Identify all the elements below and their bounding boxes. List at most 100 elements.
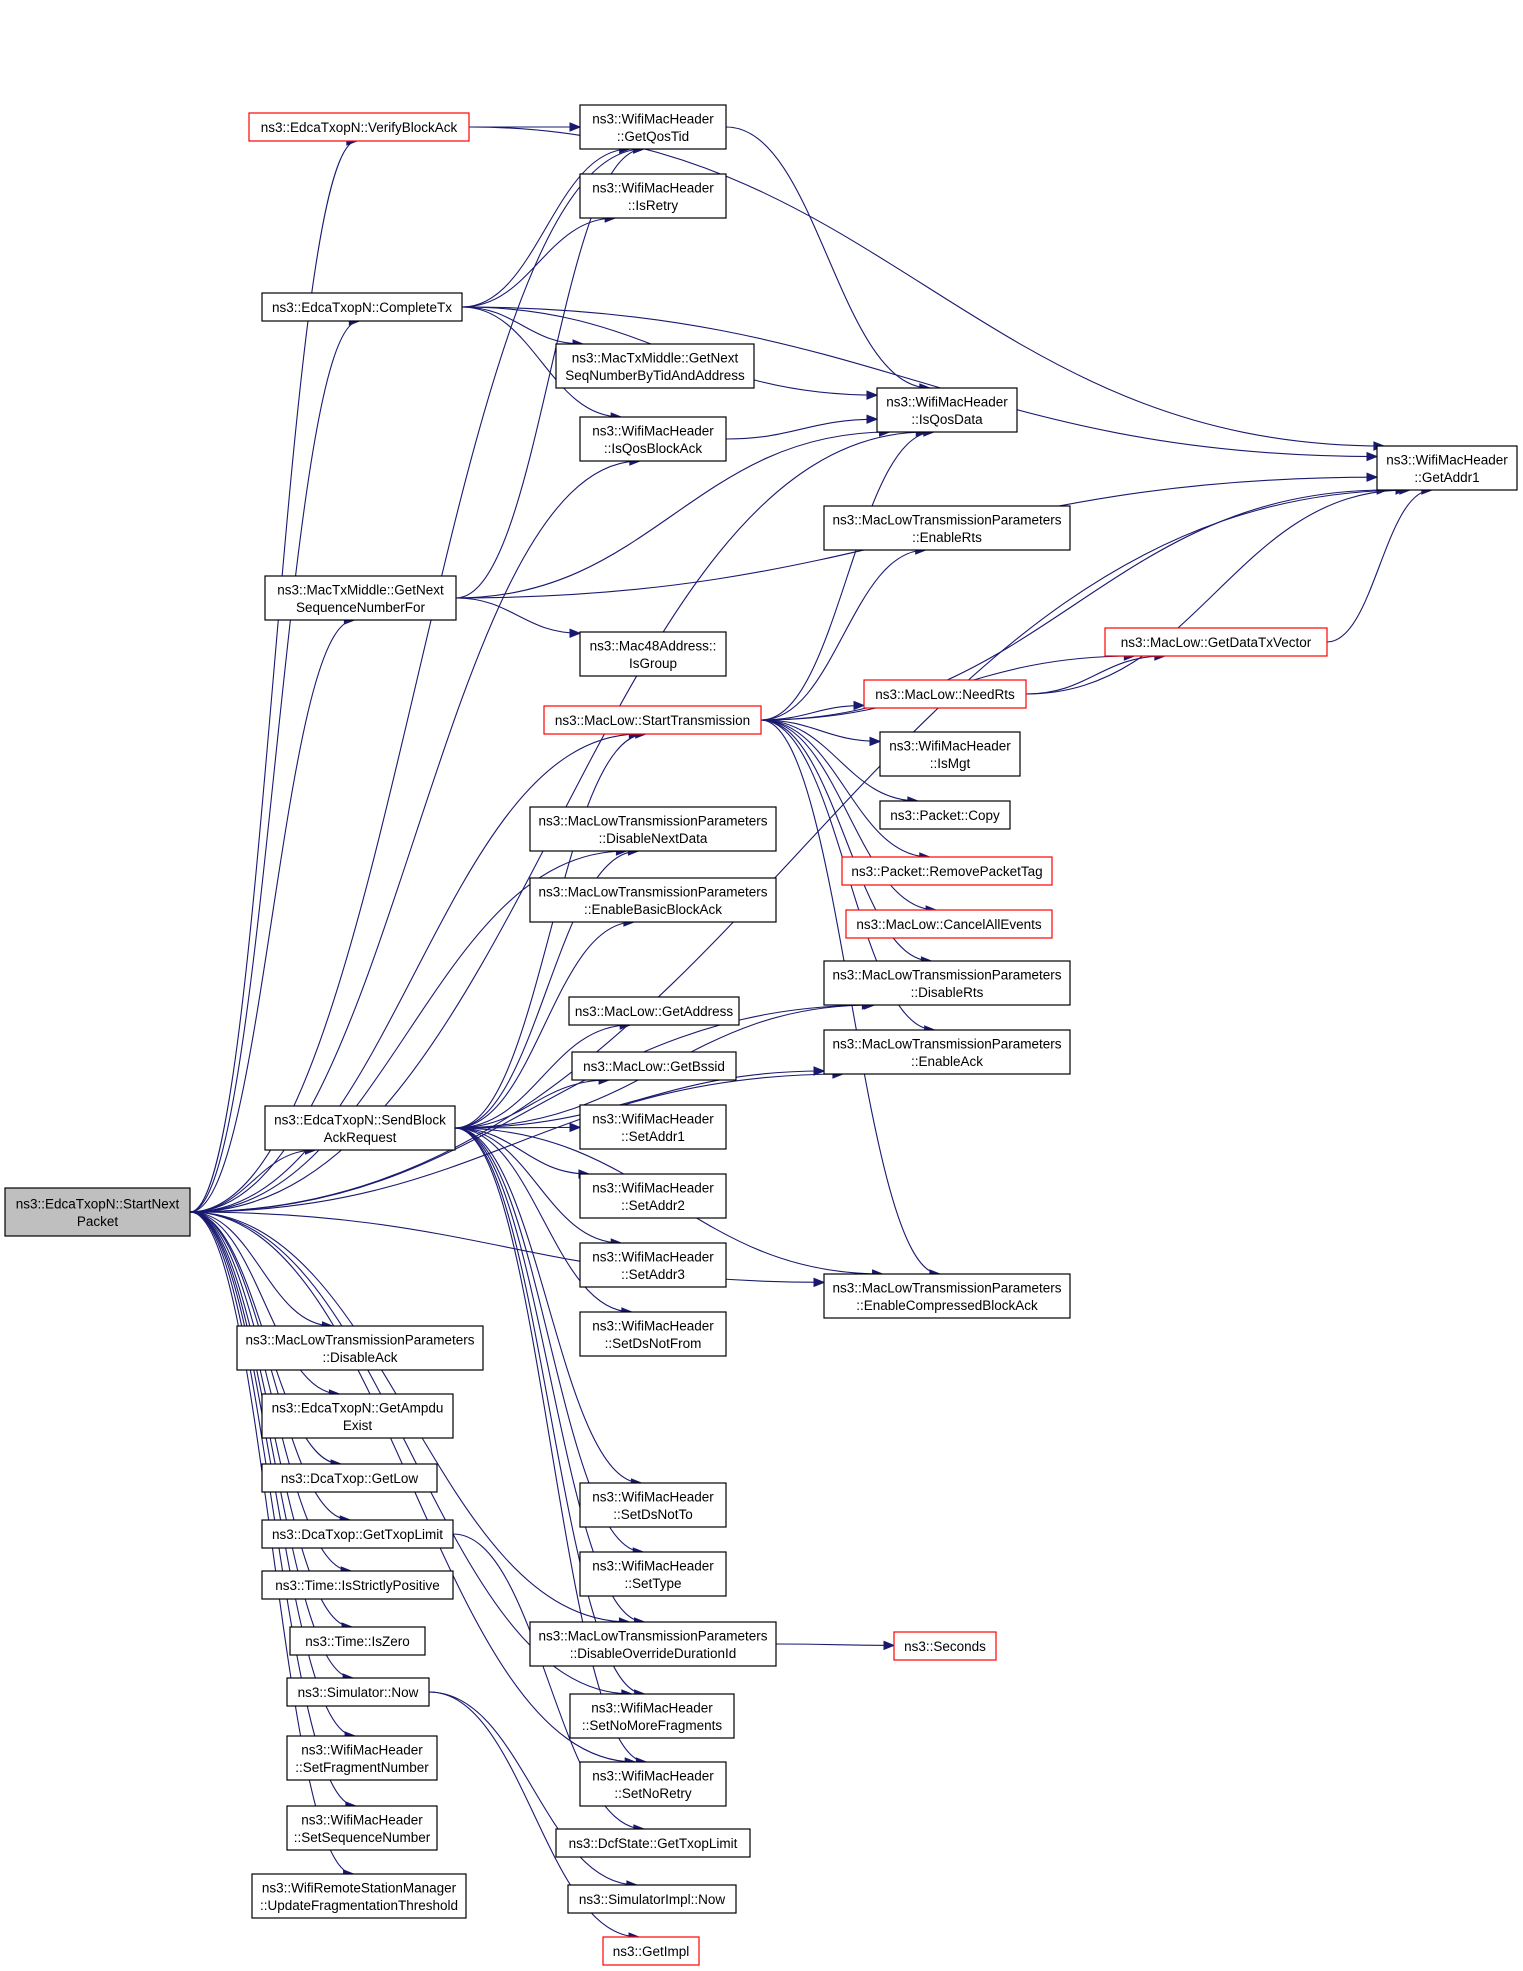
- node-enablebasicba[interactable]: ns3::MacLowTransmissionParameters::Enabl…: [529, 877, 777, 923]
- node-gettxoplimit[interactable]: ns3::DcaTxop::GetTxopLimit: [261, 1519, 454, 1549]
- node-label: ::IsMgt: [930, 756, 971, 771]
- node-box: [579, 1311, 727, 1357]
- node-box: [569, 1693, 735, 1739]
- node-getnextseqtid[interactable]: ns3::MacTxMiddle::GetNextSeqNumberByTidA…: [555, 343, 755, 389]
- node-seconds[interactable]: ns3::Seconds: [893, 1631, 997, 1661]
- node-simnow[interactable]: ns3::Simulator::Now: [286, 1677, 430, 1707]
- node-getdatatxvector[interactable]: ns3::MacLow::GetDataTxVector: [1104, 627, 1328, 657]
- node-label: ns3::WifiMacHeader: [886, 394, 1008, 409]
- node-verify[interactable]: ns3::EdcaTxopN::VerifyBlockAck: [248, 112, 470, 142]
- call-edge: [461, 306, 585, 349]
- node-box: [579, 416, 727, 462]
- node-box: [4, 1187, 191, 1237]
- node-enablerts[interactable]: ns3::MacLowTransmissionParameters::Enabl…: [823, 505, 1071, 551]
- node-box: [567, 1884, 737, 1914]
- node-label: ::DisableOverrideDurationId: [570, 1646, 737, 1661]
- node-getlow[interactable]: ns3::DcaTxop::GetLow: [261, 1463, 438, 1493]
- node-label: ns3::MacLowTransmissionParameters: [832, 1036, 1061, 1051]
- node-label: ::GetQosTid: [617, 129, 689, 144]
- node-iszero[interactable]: ns3::Time::IsZero: [289, 1626, 426, 1656]
- node-label: ns3::MacLow::GetDataTxVector: [1121, 635, 1312, 650]
- node-label: ns3::DcfState::GetTxopLimit: [569, 1836, 738, 1851]
- arrowhead: [813, 1277, 826, 1288]
- node-setfragnum[interactable]: ns3::WifiMacHeader::SetFragmentNumber: [286, 1735, 438, 1781]
- node-completetx[interactable]: ns3::EdcaTxopN::CompleteTx: [261, 292, 463, 322]
- node-enableack[interactable]: ns3::MacLowTransmissionParameters::Enabl…: [823, 1029, 1071, 1075]
- node-label: ::GetAddr1: [1414, 470, 1479, 485]
- node-getnextseqfor[interactable]: ns3::MacTxMiddle::GetNextSequenceNumberF…: [264, 575, 457, 621]
- node-box: [823, 505, 1071, 551]
- node-box: [579, 1761, 727, 1807]
- node-setdsnotfrom[interactable]: ns3::WifiMacHeader::SetDsNotFrom: [579, 1311, 727, 1357]
- node-updatefrag[interactable]: ns3::WifiRemoteStationManager::UpdateFra…: [251, 1873, 467, 1919]
- node-box: [579, 1551, 727, 1597]
- node-box: [879, 731, 1021, 777]
- node-settype[interactable]: ns3::WifiMacHeader::SetType: [579, 1551, 727, 1597]
- node-box: [555, 1828, 751, 1858]
- node-box: [879, 800, 1011, 830]
- function-nodes: ns3::EdcaTxopN::StartNextPacketns3::Edca…: [4, 104, 1518, 1966]
- node-label: ns3::Seconds: [904, 1639, 986, 1654]
- call-edge: [1025, 651, 1167, 695]
- node-label: ::DisableAck: [322, 1350, 397, 1365]
- node-box: [579, 1104, 727, 1150]
- node-disableoverride[interactable]: ns3::MacLowTransmissionParameters::Disab…: [529, 1621, 777, 1667]
- node-setaddr2[interactable]: ns3::WifiMacHeader::SetAddr2: [579, 1173, 727, 1219]
- node-label: ::SetSequenceNumber: [294, 1830, 431, 1845]
- node-isqosblockack[interactable]: ns3::WifiMacHeader::IsQosBlockAck: [579, 416, 727, 462]
- node-disablenextdata[interactable]: ns3::MacLowTransmissionParameters::Disab…: [529, 806, 777, 852]
- arrowhead: [1366, 451, 1379, 462]
- node-simimplnow[interactable]: ns3::SimulatorImpl::Now: [567, 1884, 737, 1914]
- node-removepackettag[interactable]: ns3::Packet::RemovePacketTag: [841, 856, 1053, 886]
- node-ismgt[interactable]: ns3::WifiMacHeader::IsMgt: [879, 731, 1021, 777]
- node-starttx[interactable]: ns3::MacLow::StartTransmission: [543, 705, 762, 735]
- node-label: ns3::MacLowTransmissionParameters: [832, 512, 1061, 527]
- node-setaddr3[interactable]: ns3::WifiMacHeader::SetAddr3: [579, 1242, 727, 1288]
- node-dcfgettxoplimit[interactable]: ns3::DcfState::GetTxopLimit: [555, 1828, 751, 1858]
- node-setnomorefrag[interactable]: ns3::WifiMacHeader::SetNoMoreFragments: [569, 1693, 735, 1739]
- node-label: ::SetFragmentNumber: [295, 1760, 429, 1775]
- node-box: [579, 631, 727, 677]
- node-cancelall[interactable]: ns3::MacLow::CancelAllEvents: [845, 909, 1053, 939]
- node-isretry[interactable]: ns3::WifiMacHeader::IsRetry: [579, 173, 727, 219]
- node-label: ns3::WifiMacHeader: [592, 1768, 714, 1783]
- node-box: [893, 1631, 997, 1661]
- node-disablerts[interactable]: ns3::MacLowTransmissionParameters::Disab…: [823, 960, 1071, 1006]
- node-isqosdata[interactable]: ns3::WifiMacHeader::IsQosData: [876, 387, 1018, 433]
- node-label: ns3::Time::IsZero: [305, 1634, 410, 1649]
- node-label: ns3::MacLowTransmissionParameters: [832, 1280, 1061, 1295]
- node-box: [579, 1173, 727, 1219]
- node-setaddr1[interactable]: ns3::WifiMacHeader::SetAddr1: [579, 1104, 727, 1150]
- node-setseqnum[interactable]: ns3::WifiMacHeader::SetSequenceNumber: [286, 1805, 438, 1851]
- node-label: ns3::WifiMacHeader: [301, 1812, 423, 1827]
- node-label: SequenceNumberFor: [296, 600, 426, 615]
- call-edge: [461, 144, 632, 308]
- node-setdsnotto[interactable]: ns3::WifiMacHeader::SetDsNotTo: [579, 1482, 727, 1528]
- node-label: ns3::WifiMacHeader: [592, 1111, 714, 1126]
- node-getimpl[interactable]: ns3::GetImpl: [602, 1936, 700, 1966]
- node-isgroup[interactable]: ns3::Mac48Address::IsGroup: [579, 631, 727, 677]
- node-box: [261, 1519, 454, 1549]
- node-disableack[interactable]: ns3::MacLowTransmissionParameters::Disab…: [236, 1325, 484, 1371]
- node-getbssid[interactable]: ns3::MacLow::GetBssid: [571, 1051, 737, 1081]
- call-edge: [725, 414, 879, 440]
- node-getaddress[interactable]: ns3::MacLow::GetAddress: [568, 996, 740, 1026]
- node-label: ns3::WifiMacHeader: [889, 738, 1011, 753]
- node-box: [876, 387, 1018, 433]
- node-label: ::SetNoMoreFragments: [582, 1718, 723, 1733]
- node-label: ::DisableNextData: [599, 831, 708, 846]
- node-enablecompressedba[interactable]: ns3::MacLowTransmissionParameters::Enabl…: [823, 1273, 1071, 1319]
- node-getqostid[interactable]: ns3::WifiMacHeader::GetQosTid: [579, 104, 727, 150]
- node-getaddr1[interactable]: ns3::WifiMacHeader::GetAddr1: [1376, 445, 1518, 491]
- node-box: [543, 705, 762, 735]
- node-label: IsGroup: [629, 656, 677, 671]
- node-isstrictlypositive[interactable]: ns3::Time::IsStrictlyPositive: [261, 1570, 454, 1600]
- node-needrts[interactable]: ns3::MacLow::NeedRts: [863, 679, 1027, 709]
- node-packetcopy[interactable]: ns3::Packet::Copy: [879, 800, 1011, 830]
- node-label: ns3::WifiMacHeader: [592, 423, 714, 438]
- node-label: ns3::MacLow::StartTransmission: [555, 713, 750, 728]
- node-setnoretry[interactable]: ns3::WifiMacHeader::SetNoRetry: [579, 1761, 727, 1807]
